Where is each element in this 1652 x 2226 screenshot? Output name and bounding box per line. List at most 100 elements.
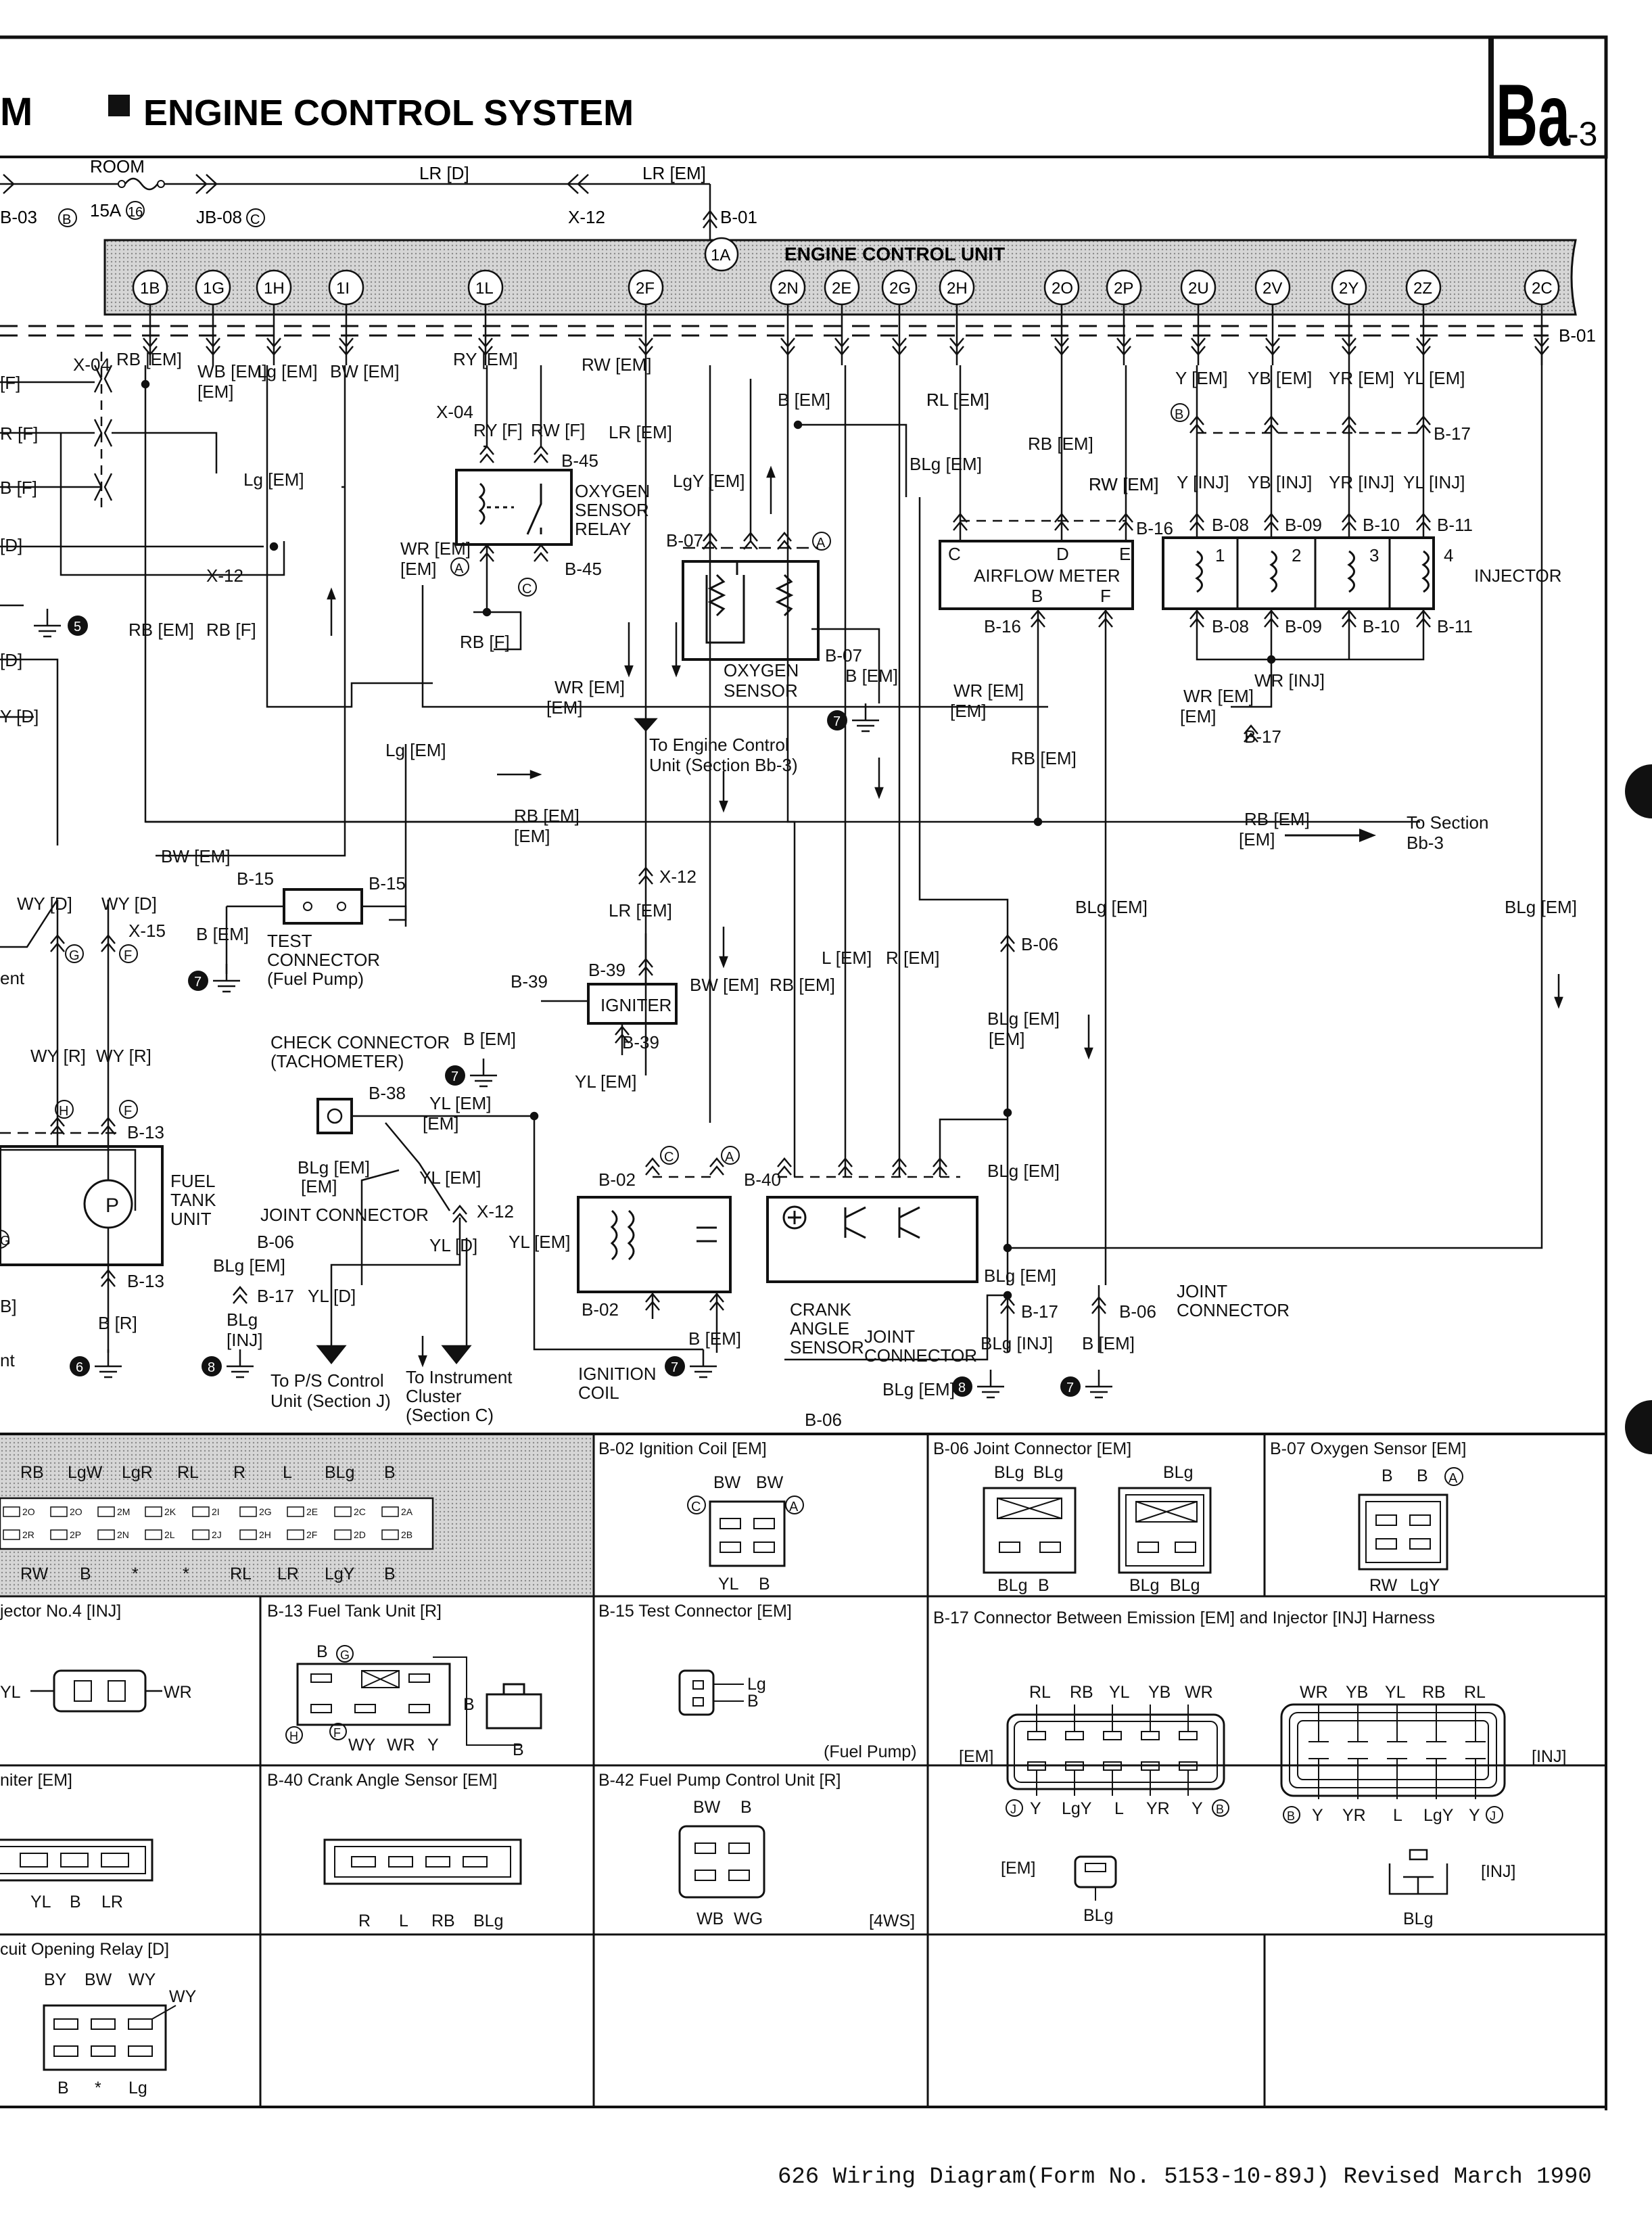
- svg-text:Y [D]: Y [D]: [0, 706, 39, 726]
- ground-marker-number: 7: [194, 975, 202, 990]
- svg-text:RW [EM]: RW [EM]: [1089, 474, 1159, 494]
- svg-text:RW: RW: [1369, 1576, 1398, 1595]
- svg-text:B-13: B-13: [127, 1122, 164, 1142]
- ecu-pin-label: 2G: [889, 279, 911, 298]
- svg-text:UNIT: UNIT: [170, 1209, 212, 1229]
- svg-text:WR: WR: [164, 1683, 192, 1702]
- ground-marker: [202, 1356, 222, 1376]
- svg-text:Y: Y: [1030, 1799, 1041, 1818]
- ground-icon: [213, 964, 240, 993]
- svg-text:B-08: B-08: [1212, 616, 1249, 636]
- svg-text:Lg [EM]: Lg [EM]: [385, 740, 446, 760]
- b17-connector-cell: B-17 Connector Between Emission [EM] and…: [933, 1608, 1566, 1928]
- svg-text:B-45: B-45: [561, 450, 598, 471]
- ground-marker: [1060, 1376, 1081, 1397]
- ecu-wire-drops: [143, 304, 1549, 365]
- svg-text:YL: YL: [1385, 1683, 1406, 1702]
- ecu-conn-cell: 2E: [306, 1506, 318, 1517]
- svg-text:Y [EM]: Y [EM]: [1175, 368, 1228, 388]
- svg-text:WY [D]: WY [D]: [101, 894, 157, 914]
- ground-marker-number: 7: [451, 1069, 458, 1084]
- ignition-coil-icon: [610, 1209, 635, 1261]
- svg-text:RB [F]: RB [F]: [460, 632, 510, 652]
- injector-coil-icon: [1195, 550, 1430, 593]
- ecu-pin-label: 2Y: [1339, 279, 1359, 298]
- ecu-pin-label: 2V: [1262, 279, 1282, 298]
- svg-text:RB [EM]: RB [EM]: [116, 349, 182, 369]
- svg-text:*: *: [132, 1564, 139, 1583]
- svg-text:G: G: [0, 1234, 11, 1249]
- component-symbols: P: [105, 482, 1430, 1261]
- svg-text:BW: BW: [756, 1473, 784, 1492]
- svg-text:Lg: Lg: [747, 1675, 766, 1694]
- svg-text:(Section C): (Section C): [406, 1405, 494, 1425]
- svg-text:B: B: [57, 2079, 69, 2097]
- svg-text:X-04: X-04: [436, 402, 473, 422]
- svg-text:B-16: B-16: [984, 616, 1021, 636]
- ecu-conn-cell: 2C: [354, 1506, 366, 1517]
- svg-text:J: J: [1010, 1803, 1016, 1816]
- svg-text:WB [EM]: WB [EM]: [197, 361, 267, 381]
- svg-text:[EM]: [EM]: [959, 1747, 993, 1766]
- svg-text:[EM]: [EM]: [950, 701, 986, 721]
- svg-text:C: C: [522, 582, 532, 597]
- ecu-conn-cell: 2K: [164, 1506, 176, 1517]
- ground-marker: [445, 1065, 465, 1086]
- svg-text:BW [EM]: BW [EM]: [330, 361, 400, 381]
- svg-text:*: *: [183, 1564, 189, 1583]
- svg-text:X-12: X-12: [477, 1201, 514, 1222]
- svg-text:X-12: X-12: [206, 565, 243, 586]
- svg-text:LgW: LgW: [68, 1463, 103, 1482]
- ground-marker-number: 6: [76, 1360, 83, 1375]
- svg-text:OXYGEN: OXYGEN: [724, 660, 799, 680]
- svg-text:B-17: B-17: [1021, 1301, 1058, 1322]
- svg-text:J: J: [1490, 1809, 1496, 1823]
- svg-text:LgY: LgY: [325, 1564, 355, 1583]
- svg-text:X-12: X-12: [659, 866, 697, 887]
- svg-text:YL [EM]: YL [EM]: [419, 1167, 481, 1188]
- svg-text:RW [EM]: RW [EM]: [1089, 474, 1159, 494]
- ecu-conn-cell: 2O: [22, 1506, 35, 1517]
- svg-text:[EM]: [EM]: [546, 697, 582, 718]
- svg-text:ANGLE: ANGLE: [790, 1318, 849, 1339]
- ecu-pin-label: 2P: [1114, 279, 1133, 298]
- svg-text:B [EM]: B [EM]: [688, 1328, 741, 1349]
- svg-text:RB [F]: RB [F]: [206, 620, 256, 640]
- crank-sensor-plus-icon: [782, 1205, 807, 1230]
- ground-marker-number: 8: [958, 1381, 966, 1395]
- svg-text:B-07 Oxygen Sensor [EM]: B-07 Oxygen Sensor [EM]: [1270, 1439, 1466, 1458]
- svg-text:BLg [EM]: BLg [EM]: [984, 1266, 1056, 1286]
- svg-text:B-13: B-13: [127, 1271, 164, 1291]
- footer-form-number: 626 Wiring Diagram(Form No. 5153-10-89J)…: [778, 2164, 1592, 2190]
- section-title: ENGINE CONTROL SYSTEM: [143, 93, 634, 133]
- svg-text:BLg: BLg: [227, 1309, 258, 1330]
- svg-text:WR: WR: [387, 1736, 415, 1755]
- ecu-conn-cell: 2H: [259, 1529, 271, 1540]
- svg-text:LgR: LgR: [122, 1463, 153, 1482]
- svg-text:A: A: [789, 1500, 799, 1514]
- svg-text:WY: WY: [169, 1987, 197, 2006]
- svg-text:L: L: [1114, 1799, 1124, 1818]
- svg-text:B [EM]: B [EM]: [463, 1029, 516, 1049]
- svg-text:B [EM]: B [EM]: [196, 924, 249, 944]
- svg-text:CONNECTOR: CONNECTOR: [864, 1345, 977, 1366]
- svg-text:A: A: [1448, 1471, 1458, 1486]
- svg-text:L: L: [399, 1911, 408, 1930]
- diagram-labels: [F] R [F] B [F] [D] [D] Y [D] ent B] nt …: [0, 349, 1577, 1430]
- svg-text:RB: RB: [1070, 1683, 1093, 1702]
- svg-text:B: B: [463, 1695, 475, 1714]
- svg-text:B [EM]: B [EM]: [845, 666, 898, 686]
- svg-text:B-09: B-09: [1285, 515, 1322, 535]
- svg-text:YL [EM]: YL [EM]: [429, 1093, 492, 1113]
- svg-text:B-39: B-39: [588, 960, 626, 980]
- svg-text:H: H: [289, 1730, 298, 1743]
- ecu-conn-cell: 2A: [401, 1506, 413, 1517]
- ground-marker: [665, 1356, 685, 1376]
- svg-text:WR [INJ]: WR [INJ]: [1254, 670, 1325, 691]
- svg-text:LR [EM]: LR [EM]: [609, 422, 672, 442]
- svg-text:FUEL: FUEL: [170, 1171, 215, 1191]
- page-suffix: -3: [1567, 115, 1597, 153]
